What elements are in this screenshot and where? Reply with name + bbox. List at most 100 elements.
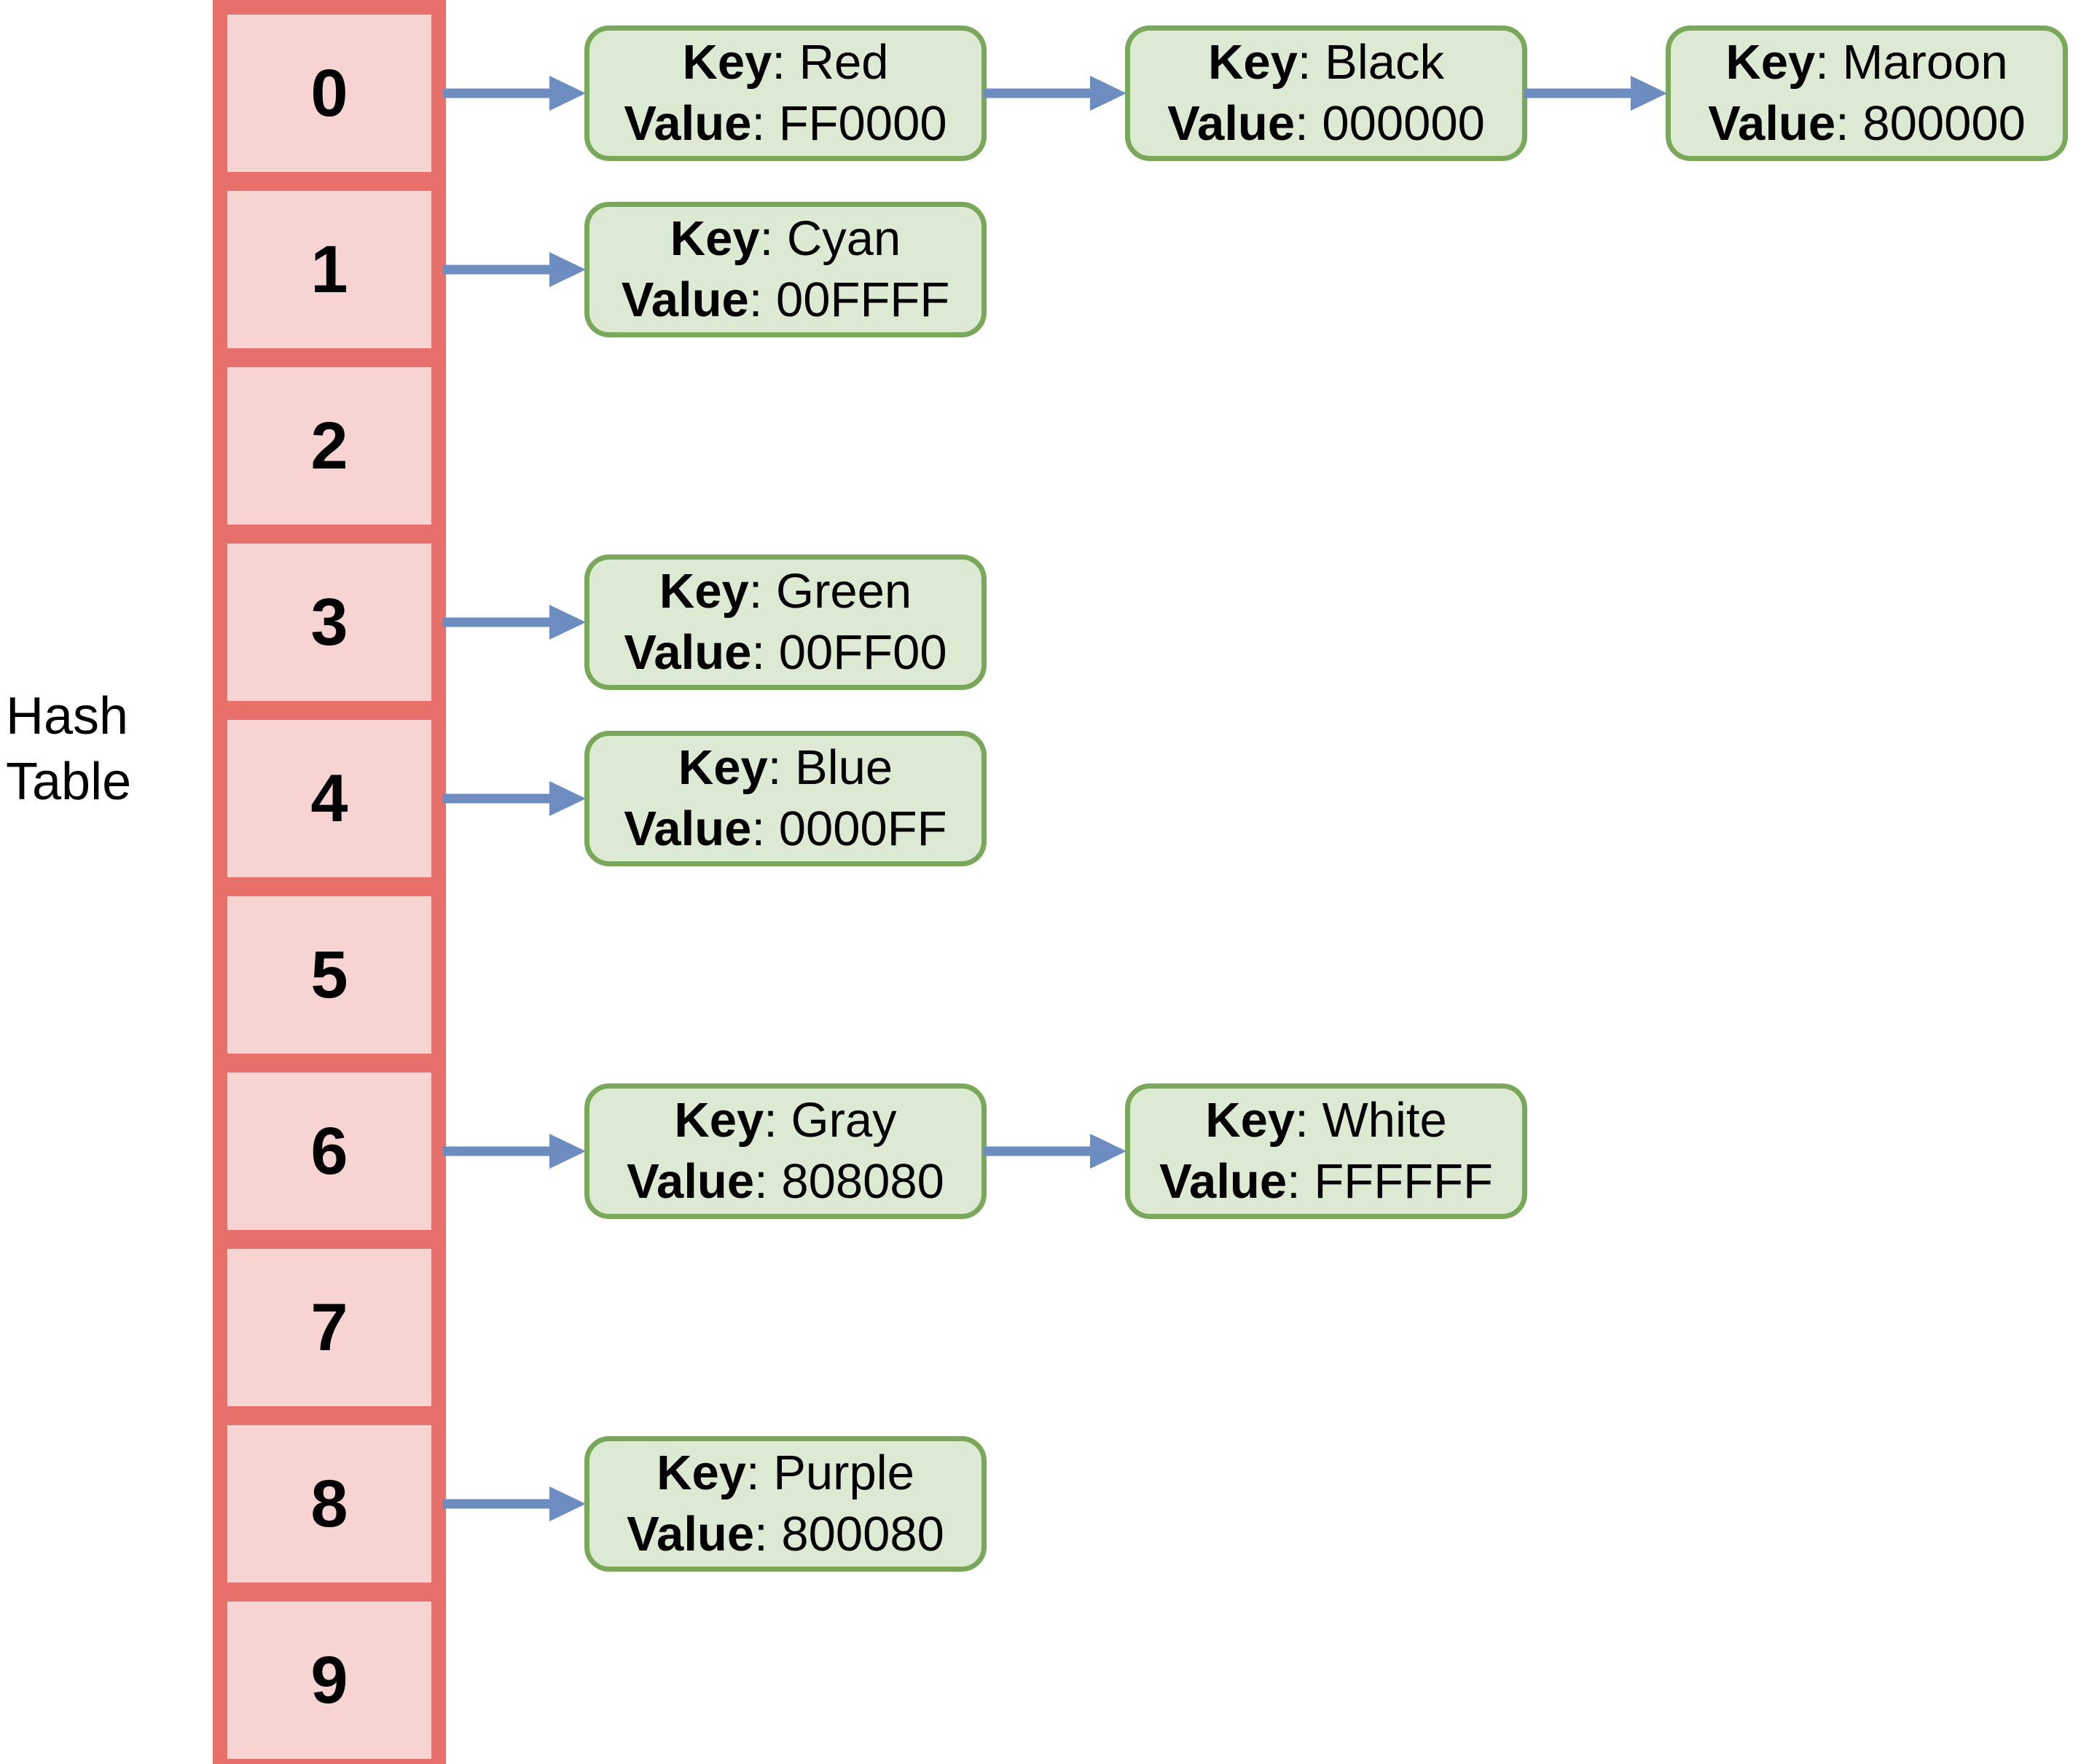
bucket-cell-7: 7 <box>227 1249 431 1406</box>
value-text: 00FF00 <box>778 625 947 680</box>
node-gray: Key: Gray Value: 808080 <box>584 1083 987 1219</box>
node-key-line: Key: Maroon <box>1671 32 2063 93</box>
value-text: 800000 <box>1862 96 2026 151</box>
node-blue: Key: Blue Value: 0000FF <box>584 731 987 866</box>
key-label: Key <box>670 211 760 266</box>
key-label: Key <box>678 740 768 795</box>
key-label: Key <box>674 1093 764 1148</box>
node-key-line: Key: Green <box>589 561 981 622</box>
separator: : <box>754 1154 782 1209</box>
key-text: Maroon <box>1842 35 2008 90</box>
arrow-right-icon <box>443 554 586 690</box>
value-label: Value <box>624 625 752 680</box>
node-key-line: Key: Blue <box>589 737 981 799</box>
value-text: 800080 <box>781 1507 944 1561</box>
arrow-head <box>1631 76 1667 111</box>
value-text: 808080 <box>781 1154 944 1209</box>
key-text: Cyan <box>786 211 901 266</box>
separator: : <box>1295 96 1322 151</box>
node-key-line: Key: Red <box>589 32 981 93</box>
key-label: Key <box>682 35 772 90</box>
node-value-line: Value: FFFFFF <box>1130 1151 1522 1212</box>
separator: : <box>751 801 779 856</box>
diagram-title: Hash Table <box>6 683 131 815</box>
arrow-head <box>549 605 586 640</box>
arrow-right-icon <box>443 1083 586 1219</box>
key-text: White <box>1322 1093 1447 1148</box>
bucket-index: 1 <box>310 232 348 307</box>
separator: : <box>748 273 777 327</box>
arrow-head <box>549 76 586 111</box>
key-label: Key <box>659 564 749 619</box>
arrow-shaft <box>443 264 552 275</box>
bucket-index: 3 <box>310 584 348 659</box>
arrow-right-icon <box>443 1436 586 1572</box>
node-key-line: Key: Black <box>1130 32 1522 93</box>
arrow-head <box>549 1486 586 1521</box>
value-label: Value <box>627 1154 755 1209</box>
arrow-shaft <box>984 88 1093 98</box>
key-text: Blue <box>795 740 893 795</box>
node-value-line: Value: 808080 <box>589 1151 981 1212</box>
node-value-line: Value: FF0000 <box>589 93 981 154</box>
chain-bucket-3: Key: Green Value: 00FF00 <box>443 554 987 690</box>
arrow-shaft <box>443 1146 552 1156</box>
arrow-shaft <box>984 1146 1093 1156</box>
separator: : <box>751 96 779 151</box>
arrow-right-icon <box>443 26 586 161</box>
node-value-line: Value: 800080 <box>589 1504 981 1565</box>
bucket-index: 2 <box>310 408 348 483</box>
value-label: Value <box>624 801 752 856</box>
bucket-index: 4 <box>310 761 348 836</box>
separator: : <box>772 35 799 90</box>
value-label: Value <box>624 96 752 151</box>
value-label: Value <box>1167 96 1296 151</box>
node-value-line: Value: 00FF00 <box>589 622 981 683</box>
separator: : <box>767 740 796 795</box>
chain-bucket-1: Key: Cyan Value: 00FFFF <box>443 202 987 337</box>
arrow-shaft <box>443 1499 552 1509</box>
arrow-right-icon <box>443 202 586 337</box>
separator: : <box>746 1446 774 1500</box>
chain-bucket-0: Key: Red Value: FF0000 Key: Black Value:… <box>443 26 2068 161</box>
arrow-right-icon <box>984 26 1126 161</box>
node-cyan: Key: Cyan Value: 00FFFF <box>584 202 987 337</box>
separator: : <box>759 211 787 266</box>
bucket-cell-8: 8 <box>227 1425 431 1583</box>
value-text: 0000FF <box>778 801 947 856</box>
node-key-line: Key: Purple <box>589 1443 981 1504</box>
bucket-cell-5: 5 <box>227 896 431 1054</box>
key-text: Purple <box>773 1446 914 1500</box>
key-label: Key <box>657 1446 746 1500</box>
arrow-shaft <box>1524 88 1634 98</box>
node-value-line: Value: 00FFFF <box>589 270 981 331</box>
key-label: Key <box>1725 35 1816 90</box>
separator: : <box>1835 96 1863 151</box>
node-key-line: Key: Gray <box>589 1090 981 1151</box>
arrow-head <box>1090 1134 1126 1169</box>
value-label: Value <box>1159 1154 1288 1209</box>
node-value-line: Value: 800000 <box>1671 93 2063 154</box>
value-text: FF0000 <box>778 96 947 151</box>
bucket-cell-2: 2 <box>227 367 431 525</box>
separator: : <box>1297 35 1325 90</box>
key-text: Red <box>799 35 889 90</box>
arrow-head <box>549 252 586 287</box>
node-value-line: Value: 000000 <box>1130 93 1522 154</box>
node-green: Key: Green Value: 00FF00 <box>584 554 987 690</box>
key-label: Key <box>1205 1093 1296 1148</box>
key-label: Key <box>1208 35 1298 90</box>
value-label: Value <box>621 273 749 327</box>
separator: : <box>754 1507 782 1561</box>
arrow-right-icon <box>443 731 586 866</box>
bucket-index: 7 <box>310 1290 348 1365</box>
bucket-cell-1: 1 <box>227 191 431 348</box>
bucket-index: 5 <box>310 937 348 1012</box>
separator: : <box>1815 35 1843 90</box>
chain-bucket-8: Key: Purple Value: 800080 <box>443 1436 987 1572</box>
key-text: Green <box>775 564 912 619</box>
value-label: Value <box>627 1507 755 1561</box>
hash-table-column: 0 1 2 3 4 5 6 7 8 9 <box>213 0 446 1764</box>
bucket-index: 9 <box>310 1642 348 1717</box>
